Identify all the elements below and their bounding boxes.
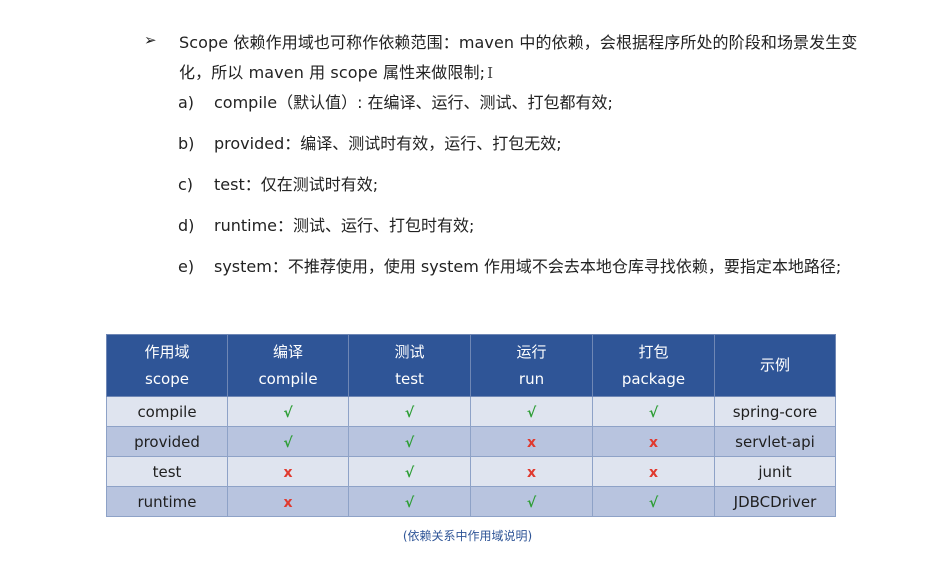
header-package: 打包 package	[592, 334, 715, 397]
cell-run: √	[470, 486, 593, 517]
header-label-cn: 编译	[272, 342, 303, 361]
check-icon: √	[404, 404, 415, 421]
check-icon: √	[283, 434, 293, 451]
check-icon: √	[526, 494, 537, 511]
header-label-cn: 打包	[638, 342, 669, 361]
header-label-en: compile	[258, 369, 318, 388]
header-label-cn: 示例	[759, 356, 790, 374]
cross-icon: x	[648, 434, 659, 451]
cell-scope: runtime	[106, 486, 228, 517]
header-label-en: run	[518, 369, 545, 388]
cell-package: x	[592, 426, 715, 457]
list-item-letter: e)	[178, 257, 195, 276]
header-example: 示例	[714, 334, 836, 397]
cell-package: √	[592, 486, 715, 517]
header-label-cn: 测试	[394, 342, 425, 361]
table-header-row: 作用域 scope 编译 compile 测试 test 运行 run 打包 packag…	[106, 334, 836, 397]
cell-example: junit	[714, 456, 836, 487]
cell-compile: x	[227, 456, 349, 487]
list-item-letter: b)	[178, 134, 195, 153]
list-item-test: c) test：仅在测试时有效;	[178, 172, 378, 198]
cell-example: spring-core	[714, 396, 836, 427]
cell-test: √	[348, 396, 471, 427]
check-icon: √	[648, 494, 659, 511]
cross-icon: x	[526, 464, 537, 481]
cell-scope: compile	[106, 396, 228, 427]
scope-intro-paragraph: Scope 依赖作用域也可称作依赖范围：maven 中的依赖，会根据程序所处的阶…	[179, 33, 858, 82]
list-item-letter: d)	[178, 216, 195, 235]
scope-table: 作用域 scope 编译 compile 测试 test 运行 run 打包 packag…	[106, 334, 836, 517]
header-run: 运行 run	[470, 334, 593, 397]
cell-scope: test	[106, 456, 228, 487]
check-icon: √	[648, 404, 659, 421]
cell-package: x	[592, 456, 715, 487]
cell-example: JDBCDriver	[714, 486, 836, 517]
cross-icon: x	[526, 434, 537, 451]
list-item-text: runtime：测试、运行、打包时有效;	[214, 216, 475, 235]
list-item-text: provided：编译、测试时有效，运行、打包无效;	[214, 134, 562, 153]
cross-icon: x	[283, 494, 293, 511]
check-icon: √	[404, 494, 415, 511]
check-icon: √	[404, 464, 415, 481]
list-item-system: e) system：不推荐使用，使用 system 作用域不会去本地仓库寻找依赖，…	[178, 254, 841, 280]
header-label-en: package	[621, 369, 686, 388]
header-scope: 作用域 scope	[106, 334, 228, 397]
list-item-text: compile（默认值）: 在编译、运行、测试、打包都有效;	[214, 93, 613, 112]
cross-icon: x	[283, 464, 293, 481]
table-row: provided √ √ x x servlet-api	[106, 426, 836, 457]
check-icon: √	[404, 434, 415, 451]
header-label-en: test	[395, 369, 424, 388]
cell-test: √	[348, 486, 471, 517]
header-label-cn: 作用域	[144, 342, 190, 361]
table-row: runtime x √ √ √ JDBCDriver	[106, 486, 836, 517]
cell-run: √	[470, 396, 593, 427]
list-item-text: system：不推荐使用，使用 system 作用域不会去本地仓库寻找依赖，要指…	[214, 257, 842, 276]
cross-icon: x	[648, 464, 659, 481]
bullet-arrow-icon: ➢	[144, 31, 157, 49]
table-row: compile √ √ √ √ spring-core	[106, 396, 836, 427]
list-item-letter: a)	[178, 93, 195, 112]
table-caption: (依赖关系中作用域说明)	[402, 529, 533, 543]
cell-compile: x	[227, 486, 349, 517]
list-item-provided: b) provided：编译、测试时有效，运行、打包无效;	[178, 131, 562, 157]
table-row: test x √ x x junit	[106, 456, 836, 487]
header-label-en: scope	[145, 369, 189, 388]
list-item-compile: a) compile（默认值）: 在编译、运行、测试、打包都有效;	[178, 90, 613, 116]
cell-test: √	[348, 426, 471, 457]
list-item-runtime: d) runtime：测试、运行、打包时有效;	[178, 213, 474, 239]
cell-example: servlet-api	[714, 426, 836, 457]
list-item-letter: c)	[178, 175, 194, 194]
cell-compile: √	[227, 426, 349, 457]
scope-intro-text: Scope 依赖作用域也可称作依赖范围：maven 中的依赖，会根据程序所处的阶…	[179, 28, 859, 88]
cell-package: √	[592, 396, 715, 427]
cell-run: x	[470, 456, 593, 487]
cell-compile: √	[227, 396, 349, 427]
cell-test: √	[348, 456, 471, 487]
check-icon: √	[526, 404, 537, 421]
check-icon: √	[283, 404, 293, 421]
header-compile: 编译 compile	[227, 334, 349, 397]
cell-run: x	[470, 426, 593, 457]
text-cursor-icon: I	[487, 64, 494, 82]
list-item-text: test：仅在测试时有效;	[214, 175, 379, 194]
cell-scope: provided	[106, 426, 228, 457]
header-label-cn: 运行	[516, 342, 547, 361]
header-test: 测试 test	[348, 334, 471, 397]
